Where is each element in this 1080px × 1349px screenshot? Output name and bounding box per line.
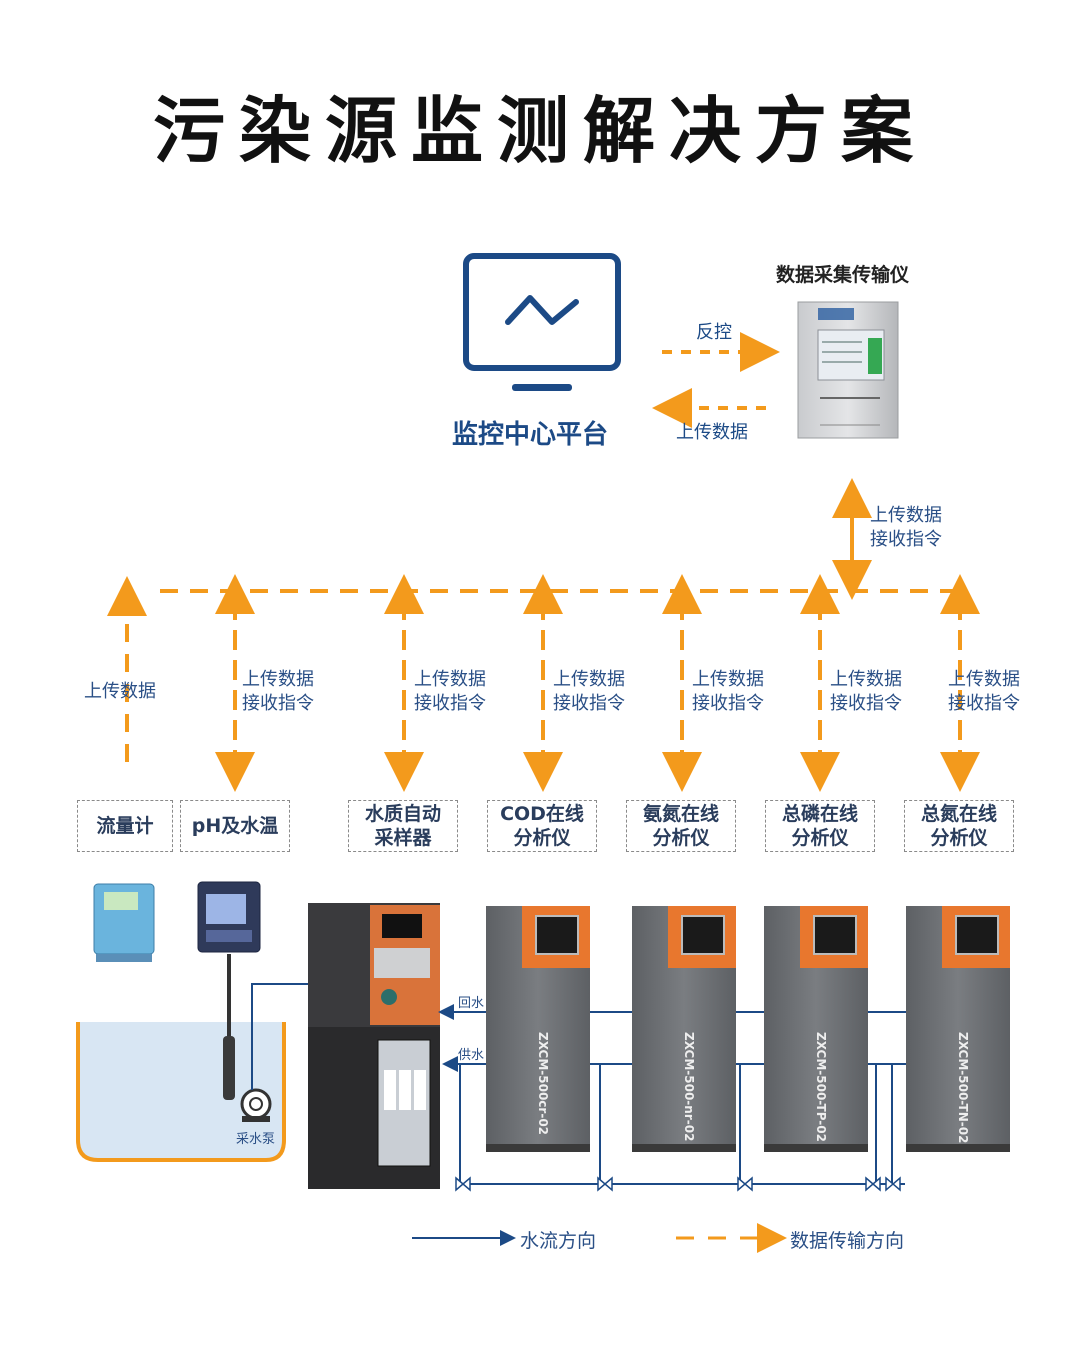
tn-flow-label: 上传数据接收指令 (948, 669, 1020, 714)
flow-meter-device (93, 883, 155, 962)
supply-water-label: 供水 (458, 1048, 485, 1063)
return-water-label: 回水 (458, 996, 485, 1011)
monitoring-center-label: 监控中心平台 (452, 420, 609, 450)
device-box-ammonia: 氨氮在线分析仪 (626, 800, 736, 852)
analyzer-cabinets (486, 906, 1010, 1152)
center-upload-label: 上传数据 (676, 422, 748, 443)
ammonia-flow-label: 上传数据接收指令 (692, 669, 764, 714)
monitor-icon (463, 253, 621, 391)
model-label-tn: ZXCM-500-TN-02 (956, 1032, 970, 1144)
model-label-tp: ZXCM-500-TP-02 (814, 1032, 828, 1142)
data-collector-device (797, 301, 899, 439)
device-box-flowmeter: 流量计 (77, 800, 173, 852)
device-box-tn: 总氮在线分析仪 (904, 800, 1014, 852)
device-box-tp: 总磷在线分析仪 (765, 800, 875, 852)
reverse-control-label: 反控 (696, 322, 732, 343)
cod-flow-label: 上传数据接收指令 (553, 669, 625, 714)
device-box-cod: COD在线分析仪 (487, 800, 597, 852)
sampler-cabinet (308, 903, 440, 1189)
model-label-cod: ZXCM-500cr-02 (536, 1032, 550, 1136)
page-title: 污染源监测解决方案 (152, 89, 927, 173)
legend-data-flow: 数据传输方向 (790, 1230, 905, 1252)
sampler-flow-label: 上传数据接收指令 (414, 669, 486, 714)
ph-meter-device (197, 881, 261, 1100)
device-box-ph: pH及水温 (180, 800, 290, 852)
model-label-ammonia: ZXCM-500-nr-02 (682, 1032, 696, 1142)
ph-flow-label: 上传数据接收指令 (242, 669, 314, 714)
valve-icons (455, 1176, 901, 1192)
legend-water-flow: 水流方向 (520, 1230, 597, 1252)
pump-icon (240, 983, 308, 1122)
collector-upload-label: 上传数据接收指令 (870, 505, 942, 550)
flowmeter-flow-label: 上传数据 (84, 681, 156, 702)
pump-label: 采水泵 (236, 1132, 276, 1147)
device-box-sampler: 水质自动采样器 (348, 800, 458, 852)
tp-flow-label: 上传数据接收指令 (830, 669, 902, 714)
collector-title: 数据采集传输仪 (776, 264, 910, 286)
